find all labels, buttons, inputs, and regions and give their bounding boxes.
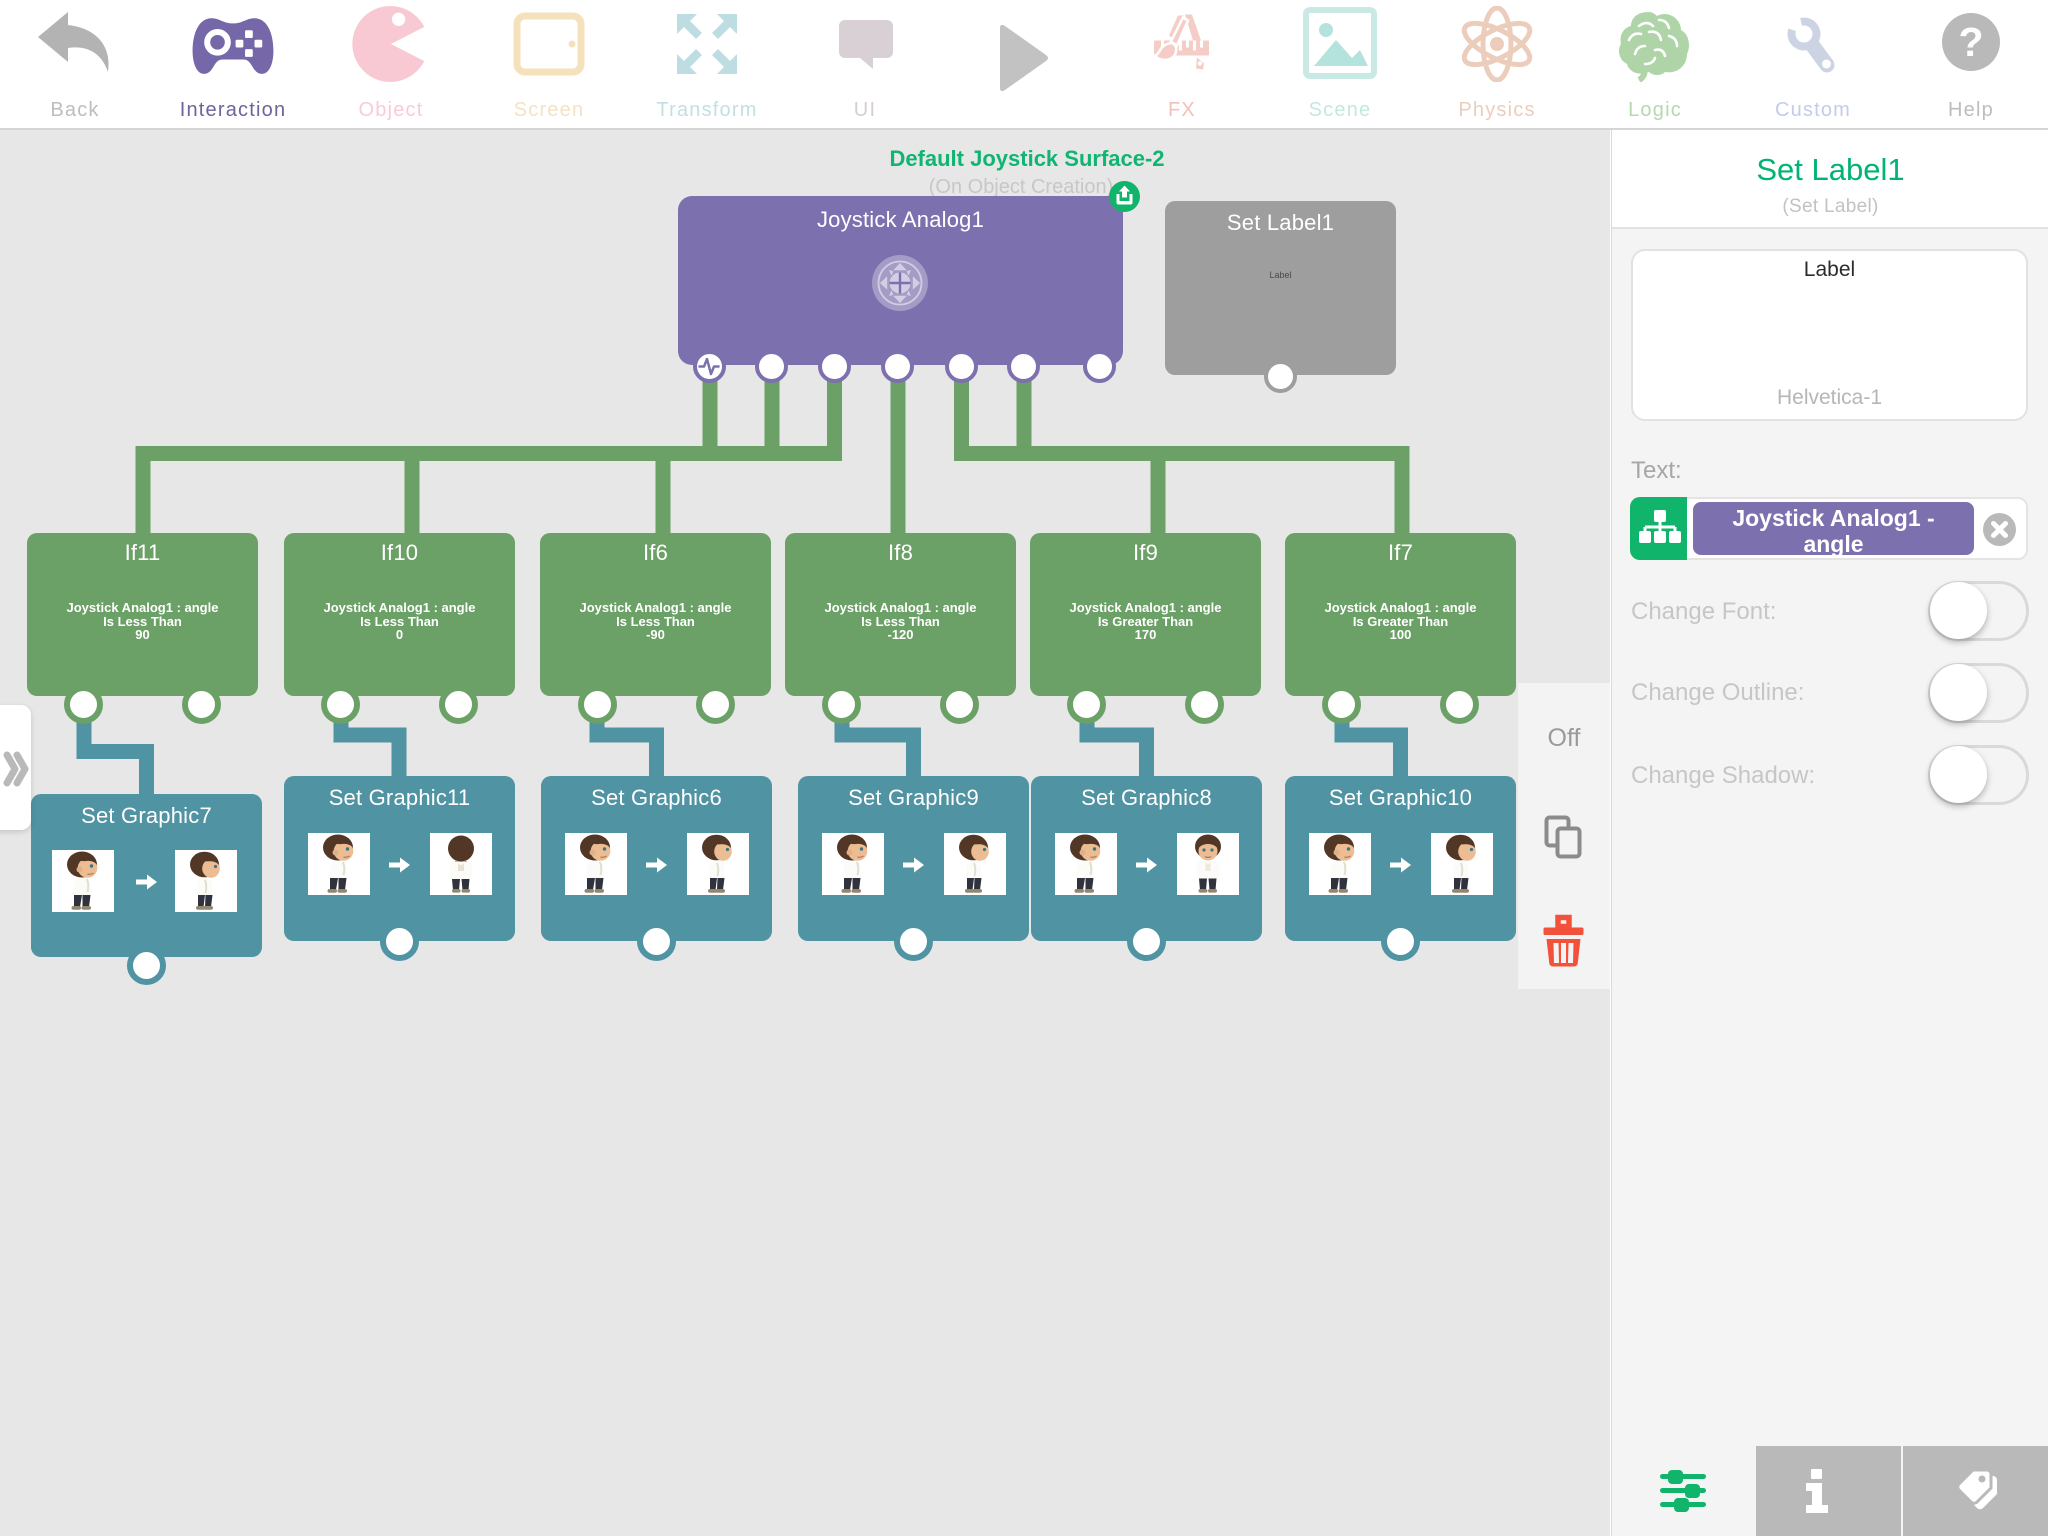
svg-text:?: ?: [1958, 19, 1983, 65]
